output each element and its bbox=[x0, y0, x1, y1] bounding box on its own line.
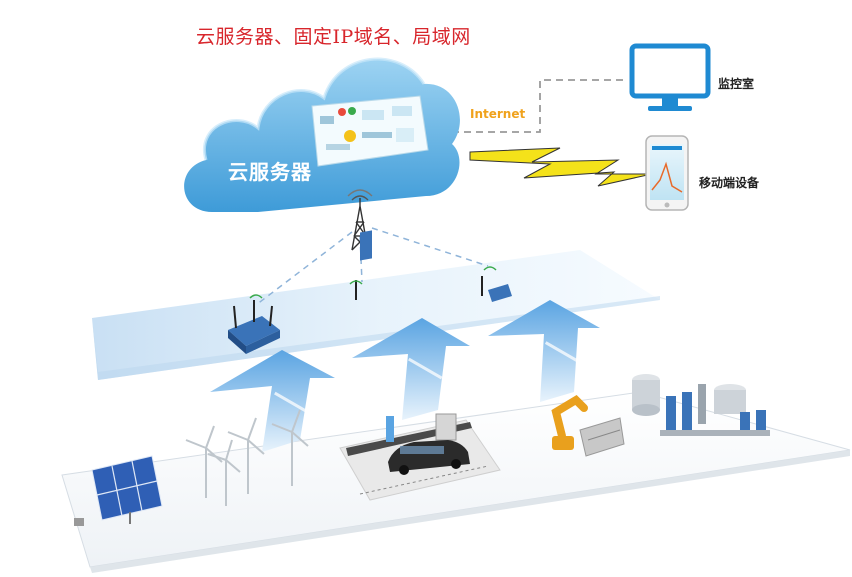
gateway-icon bbox=[349, 230, 372, 300]
robot-arm-icon bbox=[551, 394, 625, 457]
data-arrow-3 bbox=[488, 300, 600, 402]
cloud-server-label: 云服务器 bbox=[228, 160, 312, 184]
internet-label: Internet bbox=[470, 107, 526, 121]
monitor-icon bbox=[629, 43, 711, 111]
cloud-icon bbox=[184, 57, 460, 212]
arrow-text-marks bbox=[274, 341, 578, 414]
lan-band bbox=[92, 250, 660, 380]
charging-station-icon bbox=[339, 413, 501, 501]
router-icon bbox=[228, 294, 280, 354]
phone-icon bbox=[645, 135, 689, 211]
factory-icon bbox=[632, 374, 770, 436]
monitor-room-label: 监控室 bbox=[718, 77, 755, 91]
solar-panel-icon bbox=[74, 455, 163, 526]
mobile-device-label: 移动端设备 bbox=[699, 176, 760, 190]
internet-link bbox=[452, 79, 628, 133]
wind-turbine-icon bbox=[185, 409, 309, 506]
page-title: 云服务器、固定IP域名、局域网 bbox=[196, 26, 471, 48]
gateway-icon-2 bbox=[481, 266, 512, 302]
data-arrow-2 bbox=[352, 318, 470, 420]
lightning-icon bbox=[469, 147, 653, 187]
data-arrow-1 bbox=[210, 350, 335, 452]
